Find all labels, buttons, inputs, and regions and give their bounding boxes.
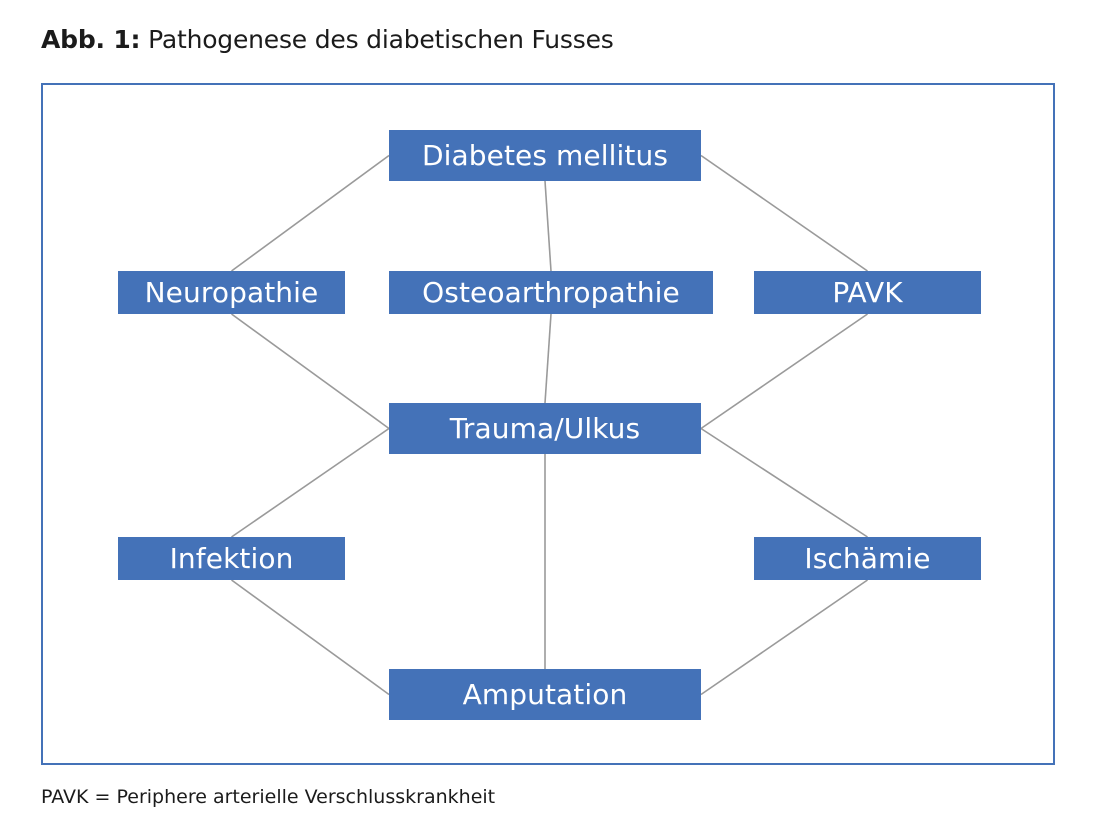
node-label: Trauma/Ulkus (449, 411, 641, 445)
connector-trauma-to-ischaemie (700, 427, 868, 538)
node-label: Neuropathie (144, 275, 319, 309)
node-osteoarthropathie[interactable]: Osteoarthropathie (389, 271, 713, 314)
node-label: Infektion (169, 541, 294, 575)
node-label: Diabetes mellitus (421, 138, 669, 172)
figure-label: Abb. 1: (41, 25, 141, 54)
figure-caption: Pathogenese des diabetischen Fusses (140, 25, 614, 54)
node-amputation[interactable]: Amputation (389, 669, 701, 720)
node-pavk[interactable]: PAVK (754, 271, 981, 314)
connector-neuropathie-to-trauma (231, 313, 390, 430)
connector-diabetes-to-pavk (700, 154, 868, 272)
page-title: Abb. 1: Pathogenese des diabetischen Fus… (41, 25, 614, 54)
connector-pavk-to-trauma (700, 313, 868, 430)
node-trauma-ulkus[interactable]: Trauma/Ulkus (389, 403, 701, 454)
connector-diabetes-to-osteoarthropathie (544, 180, 552, 272)
node-infektion[interactable]: Infektion (118, 537, 345, 580)
connector-infektion-to-amputation (231, 579, 390, 696)
abbreviation-footnote: PAVK = Periphere arterielle Verschlusskr… (41, 786, 496, 808)
connector-osteoarthropathie-to-trauma (544, 313, 552, 404)
connector-diabetes-to-neuropathie (231, 154, 390, 272)
connector-ischaemie-to-amputation (700, 579, 868, 696)
node-neuropathie[interactable]: Neuropathie (118, 271, 345, 314)
node-ischaemie[interactable]: Ischämie (754, 537, 981, 580)
connector-trauma-to-infektion (231, 427, 390, 538)
node-label: PAVK (832, 275, 903, 309)
node-label: Osteoarthropathie (422, 275, 680, 309)
node-label: Amputation (462, 677, 628, 711)
diagram-frame: Diabetes mellitus Neuropathie Osteoarthr… (41, 83, 1055, 765)
node-diabetes-mellitus[interactable]: Diabetes mellitus (389, 130, 701, 181)
node-label: Ischämie (804, 541, 931, 575)
